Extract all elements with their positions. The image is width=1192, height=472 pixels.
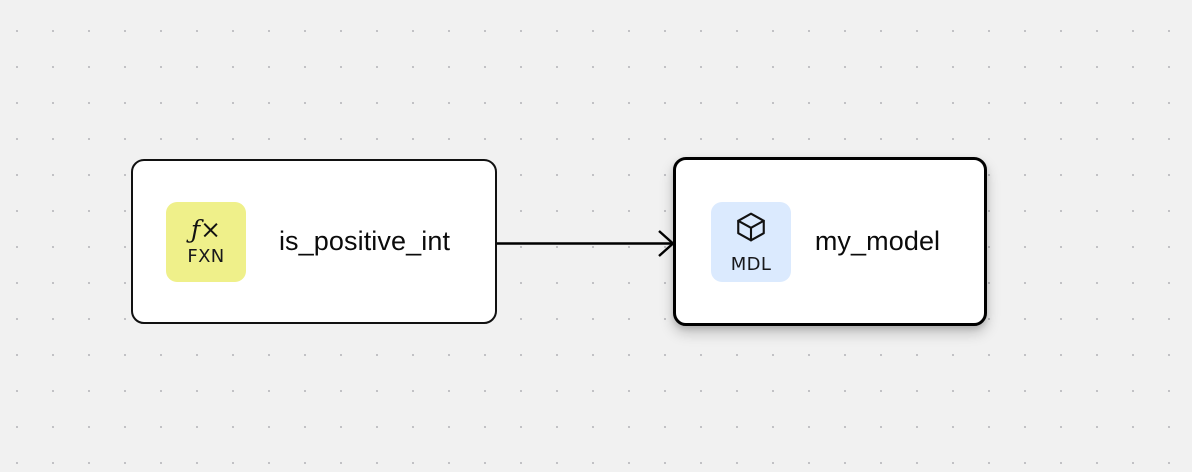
edge-arrowhead-icon xyxy=(658,230,675,257)
edge-fxn-to-mdl[interactable] xyxy=(497,230,675,257)
node-is-positive-int[interactable]: ƒ× FXN is_positive_int xyxy=(131,159,497,324)
function-glyph-icon: ƒ× xyxy=(190,215,222,244)
node-type-badge-mdl: MDL xyxy=(711,201,791,282)
node-type-label: MDL xyxy=(730,253,772,275)
node-title: is_positive_int xyxy=(278,226,451,256)
node-type-label: FXN xyxy=(187,246,225,267)
node-title: my_model xyxy=(814,226,941,256)
node-my-model[interactable]: MDL my_model xyxy=(673,157,987,326)
cube-icon xyxy=(734,210,768,249)
node-type-badge-fxn: ƒ× FXN xyxy=(166,201,246,282)
